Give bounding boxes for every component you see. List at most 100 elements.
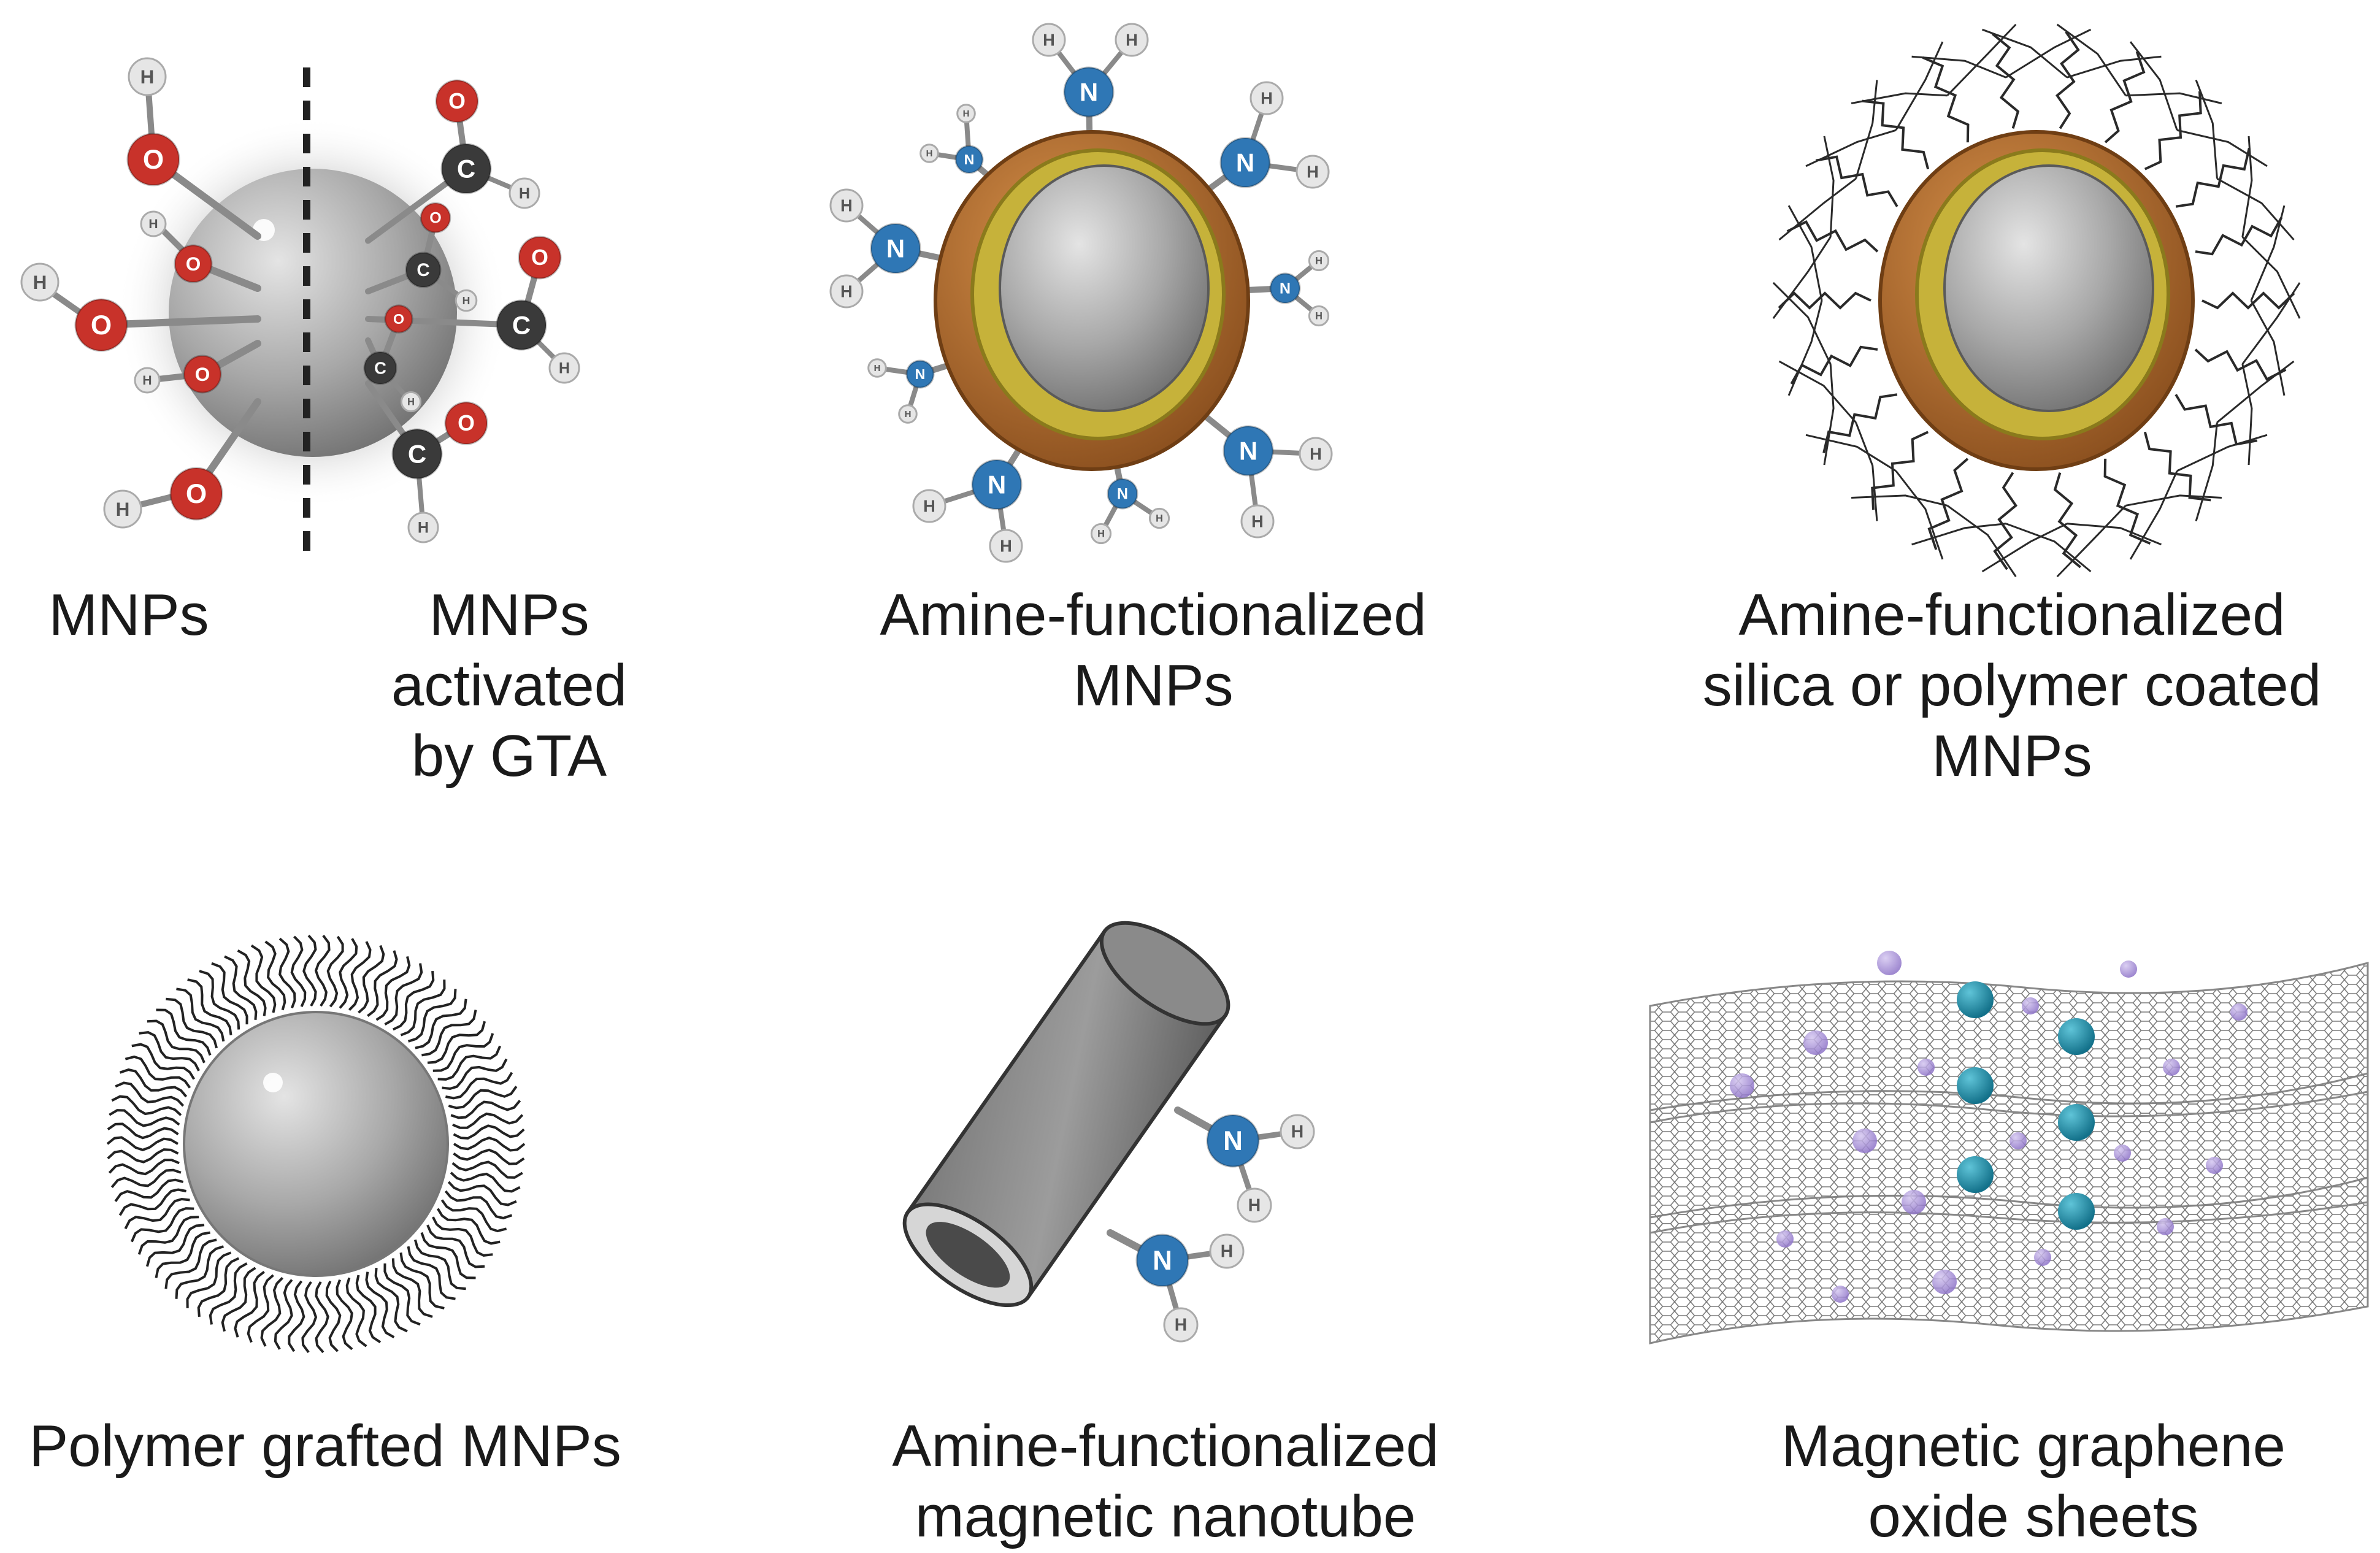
nitrogen-label: N [1080,77,1098,106]
oxygen-atom [518,236,562,280]
polymer-chain [131,1043,196,1080]
polymer-twig [2056,505,2127,578]
hydrogen-atom [1115,23,1149,57]
polymer-chain [413,1239,466,1290]
hydrogen-atom [912,489,946,523]
polymer-twig [2241,364,2253,466]
polymer-twig [1823,364,1835,466]
nanoparticle-spheres [1730,951,2248,1303]
polymer-chain [109,1109,180,1127]
polymer-chain [106,1136,179,1152]
oxygen-atom [183,355,222,394]
polymer-chain [115,1081,185,1107]
oxygen-atom [169,467,223,521]
hydrogen-atom [1240,504,1275,539]
nitrogen-atom [870,223,921,274]
hydrogen-atom [407,512,439,543]
polymer-chain [384,963,423,1026]
oxygen-label: O [195,363,210,385]
polymer-chain [145,1224,205,1267]
nitrogen-label: N [988,470,1006,499]
polymer-branch [2194,348,2287,382]
teal-sphere [1957,1156,1994,1193]
polymer-branch [1790,345,1878,385]
polymer-twig [2005,28,2092,79]
polymer-twig [2067,523,2162,546]
polymer-twig [2216,178,2295,240]
polymer-chain [110,1168,182,1188]
polymer-chain [314,935,331,1007]
polymer-chain [137,1216,199,1255]
polymer-twig [2129,470,2178,560]
polymer-twig [2250,300,2286,396]
polymer-twig [2195,422,2218,521]
polymer-chain [288,1280,305,1352]
hydrogen-label: H [1315,256,1322,267]
teal-sphere [1957,1067,1994,1104]
carbon-atom [405,251,442,288]
hydrogen-atom [134,367,161,394]
hydrogen-atom [1163,1307,1199,1343]
hydrogen-atom [1032,23,1066,57]
oxygen-atom [420,202,451,234]
hydrogen-atom [548,352,580,384]
nitrogen-label: N [1223,1126,1243,1156]
polymer-twig [1855,80,1878,179]
polymer-chain [367,950,398,1017]
polymer-branch [2144,91,2202,171]
hydrogen-label: H [1043,30,1055,49]
hydrogen-atom [509,177,540,209]
hydrogen-label: H [140,66,155,88]
polymer-chain [139,1031,200,1072]
nanotube-hole [926,1222,1010,1288]
hydrogen-label: H [1248,1196,1261,1216]
polymer-chain [211,962,248,1025]
polymer-twig [2125,92,2222,104]
polymer-branch [2056,31,2080,129]
polymer-chain [399,1252,445,1310]
polymer-chain [264,940,286,1011]
carbon-label: C [457,154,475,183]
polymer-chain [114,1178,184,1202]
polymer-chain [124,1197,190,1230]
purple-sphere [2022,997,2039,1014]
purple-sphere [1932,1270,1957,1294]
polymer-twig [1805,129,1897,167]
hydrogen-label: H [418,520,429,537]
nitrogen-label: N [1239,436,1257,465]
polymer-chain [197,1257,240,1317]
polymer-branch [2103,458,2151,545]
polymer-chain [125,1055,191,1089]
polymer-twig [1911,523,2006,546]
polymer-chain [453,1148,525,1165]
polymer-chain [451,1160,523,1179]
purple-sphere [1877,951,1902,975]
inner-core [1943,164,2154,412]
polymer-twig [1787,205,1823,301]
polymer-branch [1786,220,1879,253]
mnp-core-sphere [169,169,457,457]
polymer-chain [400,980,446,1037]
polymer-twig [1946,23,2017,96]
inner-core [999,164,1210,412]
polymer-chain [420,1232,476,1279]
teal-sphere [2058,1104,2095,1141]
polymer-chain [339,938,358,1009]
purple-sphere [1917,1059,1935,1076]
grafted-core-sphere [183,1011,449,1277]
hydrogen-label: H [559,360,570,377]
caption-amine-mnps: Amine-functionalized MNPs [880,582,1427,718]
graphene-panel [1649,951,2369,1344]
core-highlight [263,1073,283,1092]
nitrogen-atom [1223,425,1274,477]
polymer-branch [1927,458,1969,550]
caption-mnps-gta: MNPs activated by GTA [391,582,628,789]
caption-polymer-grafted: Polymer grafted MNPs [29,1413,621,1479]
polymer-chain [234,1271,265,1338]
nitrogen-label: N [1117,486,1128,503]
coated-mnp-panel [1772,23,2301,578]
nitrogen-atom [954,145,984,174]
hydrogen-atom [1299,437,1333,471]
polymer-twig [2241,136,2253,237]
